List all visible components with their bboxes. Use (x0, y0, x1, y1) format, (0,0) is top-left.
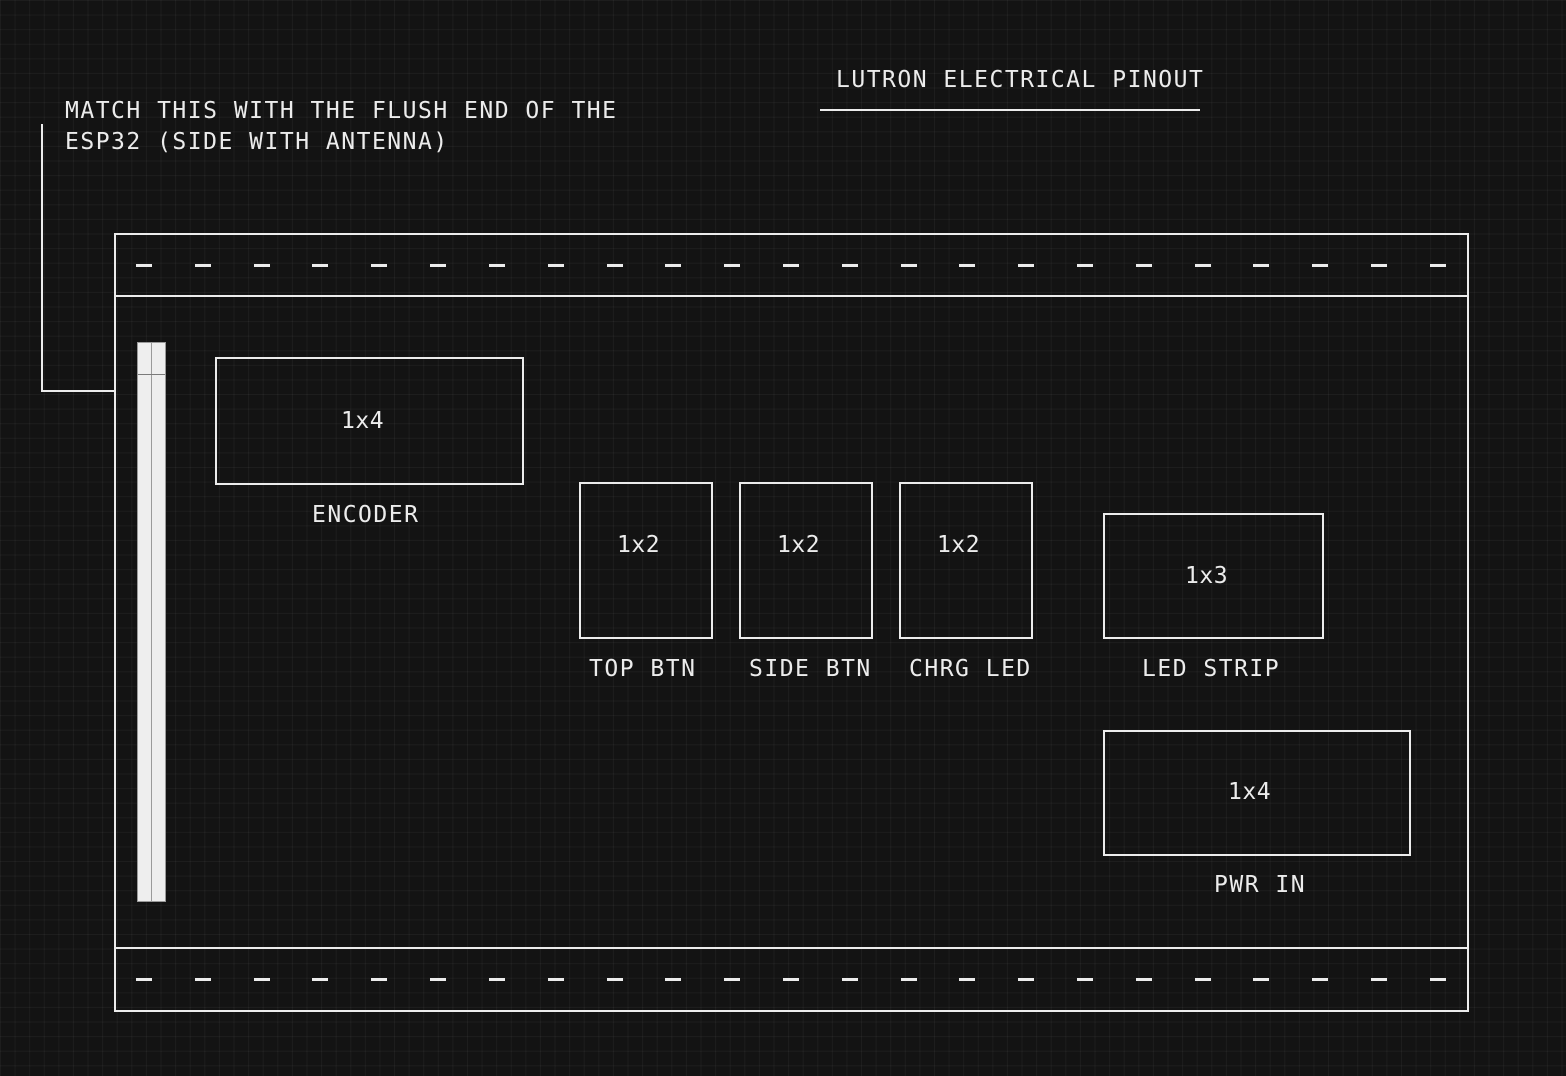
connector-side-btn-label: SIDE BTN (749, 656, 872, 682)
pin-dash (1253, 264, 1270, 267)
pin-dash (1312, 264, 1329, 267)
pin-dash (665, 264, 682, 267)
pin-dash (782, 978, 799, 981)
top-strip-divider (114, 295, 1469, 297)
connector-pwr-in-label: PWR IN (1214, 872, 1307, 898)
connector-encoder-pins: 1x4 (341, 408, 385, 434)
top-header-pin-row (136, 264, 1446, 267)
pin-dash (1429, 264, 1446, 267)
pin-dash (1194, 264, 1211, 267)
connector-chrg-led-label: CHRG LED (909, 656, 1032, 682)
connector-chrg-led (899, 482, 1033, 639)
pin-dash (371, 264, 388, 267)
pin-dash (371, 978, 388, 981)
pin-dash (724, 264, 741, 267)
pin-dash (1077, 978, 1093, 981)
annotation-line-1: MATCH THIS WITH THE FLUSH END OF THE (65, 98, 618, 124)
connector-top-btn-pins: 1x2 (617, 532, 661, 558)
pin-dash (1018, 264, 1035, 267)
pin-dash (136, 264, 152, 267)
pin-dash (724, 978, 741, 981)
connector-chrg-led-pins: 1x2 (937, 532, 981, 558)
pin-dash (959, 978, 976, 981)
pin-dash (959, 264, 976, 267)
connector-top-btn-label: TOP BTN (589, 656, 697, 682)
pin-dash (547, 978, 564, 981)
bottom-strip-divider (114, 947, 1469, 949)
connector-pwr-in-pins: 1x4 (1228, 779, 1272, 805)
pin-dash (900, 978, 917, 981)
pin-dash (488, 264, 505, 267)
pin-dash (665, 978, 682, 981)
pin-dash (841, 264, 858, 267)
annotation-leader-vertical (41, 124, 43, 392)
connector-led-strip-label: LED STRIP (1142, 656, 1281, 682)
pin-dash (136, 978, 152, 981)
esp32-flush-end-bar (137, 342, 166, 902)
esp32-bar-center-line (151, 343, 152, 901)
connector-led-strip (1103, 513, 1324, 639)
connector-side-btn-pins: 1x2 (777, 532, 821, 558)
pin-dash (312, 264, 329, 267)
connector-encoder-label: ENCODER (312, 502, 420, 528)
esp32-bar-cap-line (138, 374, 165, 375)
pin-dash (1312, 978, 1329, 981)
connector-pwr-in (1103, 730, 1411, 856)
pin-dash (547, 264, 564, 267)
pin-dash (194, 978, 211, 981)
pin-dash (782, 264, 799, 267)
bottom-header-pin-row (136, 978, 1446, 981)
pin-dash (430, 264, 447, 267)
pin-dash (253, 264, 270, 267)
title-underline (820, 109, 1200, 111)
pin-dash (430, 978, 447, 981)
annotation-line-2: ESP32 (SIDE WITH ANTENNA) (65, 129, 449, 155)
connector-side-btn (739, 482, 873, 639)
pin-dash (1135, 264, 1152, 267)
pin-dash (1194, 978, 1211, 981)
pin-dash (312, 978, 329, 981)
pin-dash (841, 978, 858, 981)
pin-dash (1429, 978, 1446, 981)
pin-dash (606, 264, 623, 267)
pin-dash (1371, 264, 1388, 267)
connector-encoder (215, 357, 524, 485)
pin-dash (194, 264, 211, 267)
pin-dash (1135, 978, 1152, 981)
pin-dash (1253, 978, 1270, 981)
connector-led-strip-pins: 1x3 (1185, 563, 1229, 589)
connector-top-btn (579, 482, 713, 639)
board-outline (114, 233, 1469, 1012)
pin-dash (606, 978, 623, 981)
pin-dash (488, 978, 505, 981)
pin-dash (900, 264, 917, 267)
pin-dash (253, 978, 270, 981)
pin-dash (1077, 264, 1093, 267)
pin-dash (1371, 978, 1388, 981)
pin-dash (1018, 978, 1035, 981)
annotation-leader-horizontal (41, 390, 116, 392)
diagram-title: LUTRON ELECTRICAL PINOUT (836, 67, 1205, 93)
